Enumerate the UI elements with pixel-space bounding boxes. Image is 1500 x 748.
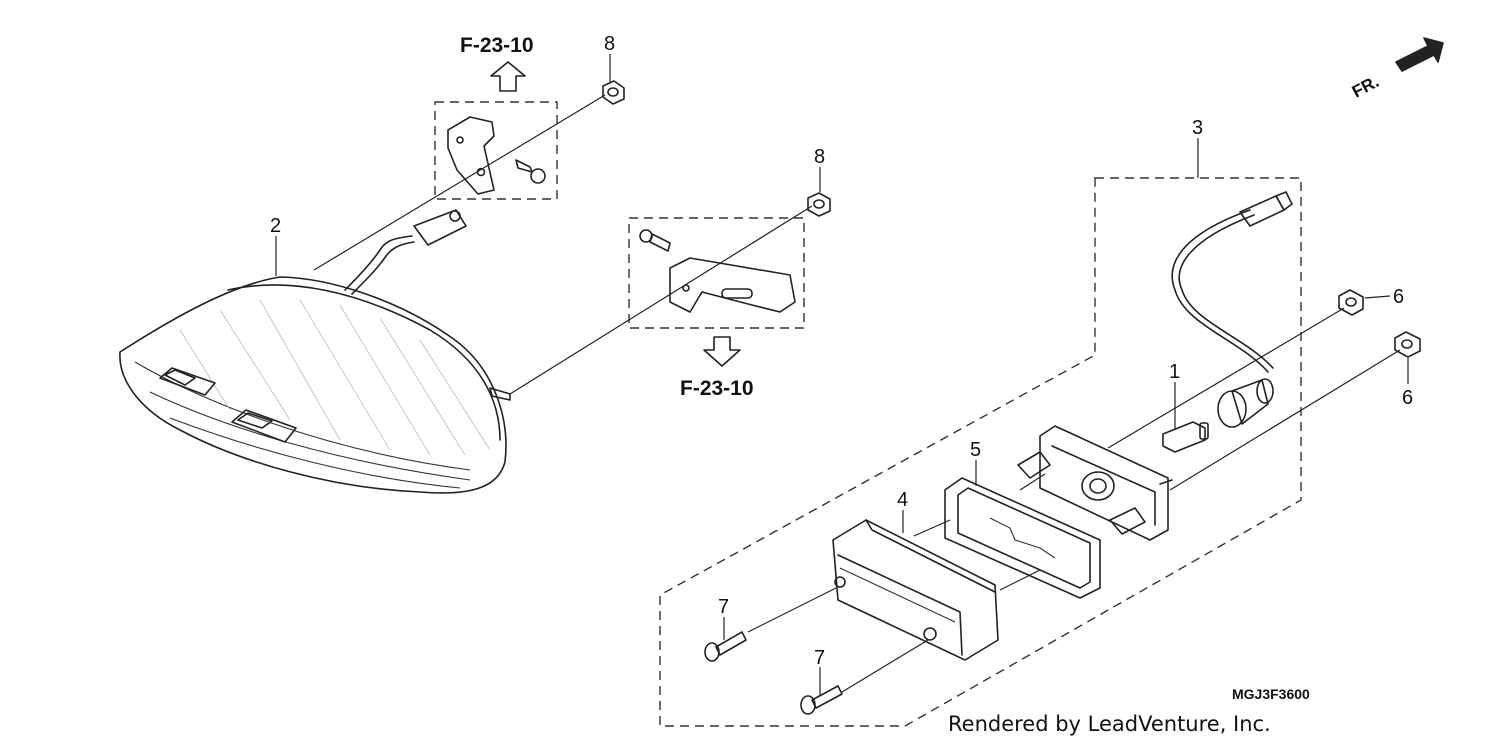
callout-8-upper[interactable]: 8: [604, 33, 615, 55]
license-lens[interactable]: [832, 519, 999, 661]
license-light-assembly-group[interactable]: [659, 177, 1421, 727]
front-direction-icon: [1395, 37, 1444, 72]
callout-2[interactable]: 2: [270, 215, 281, 237]
callout-6-upper[interactable]: 6: [1393, 286, 1404, 308]
screw-7-lower[interactable]: [800, 685, 843, 715]
nut-6-lower[interactable]: [1394, 331, 1421, 358]
front-indicator-label: FR.: [1349, 72, 1382, 102]
bulb[interactable]: [1162, 421, 1209, 453]
callout-3[interactable]: 3: [1192, 117, 1203, 139]
light-base[interactable]: [1017, 425, 1173, 541]
ref-arrow-down-icon: [703, 336, 741, 367]
nut-8-upper[interactable]: [602, 80, 625, 105]
nut-6-upper[interactable]: [1338, 289, 1364, 316]
lower-bracket-group[interactable]: [628, 217, 805, 329]
diagram-code: MGJ3F3600: [1232, 686, 1310, 702]
callout-1[interactable]: 1: [1169, 361, 1180, 383]
lens-gasket[interactable]: [944, 477, 1101, 599]
nut-8-lower[interactable]: [807, 192, 831, 217]
upper-bracket-group[interactable]: [434, 101, 558, 200]
callout-4[interactable]: 4: [897, 489, 908, 511]
callout-7-upper[interactable]: 7: [718, 596, 729, 618]
callout-6-lower[interactable]: 6: [1402, 387, 1413, 409]
callout-5[interactable]: 5: [970, 439, 981, 461]
screw-7-upper[interactable]: [704, 631, 747, 662]
ref-label-lower[interactable]: F-23-10: [680, 377, 754, 400]
ref-arrow-up-icon: [490, 61, 526, 92]
credit-text: Rendered by LeadVenture, Inc.: [948, 712, 1271, 736]
leader-lines: [275, 54, 1409, 696]
callout-7-lower[interactable]: 7: [814, 647, 825, 669]
taillight-assembly[interactable]: [119, 209, 511, 494]
callout-8-lower[interactable]: 8: [814, 146, 825, 168]
ref-label-upper[interactable]: F-23-10: [460, 34, 534, 57]
